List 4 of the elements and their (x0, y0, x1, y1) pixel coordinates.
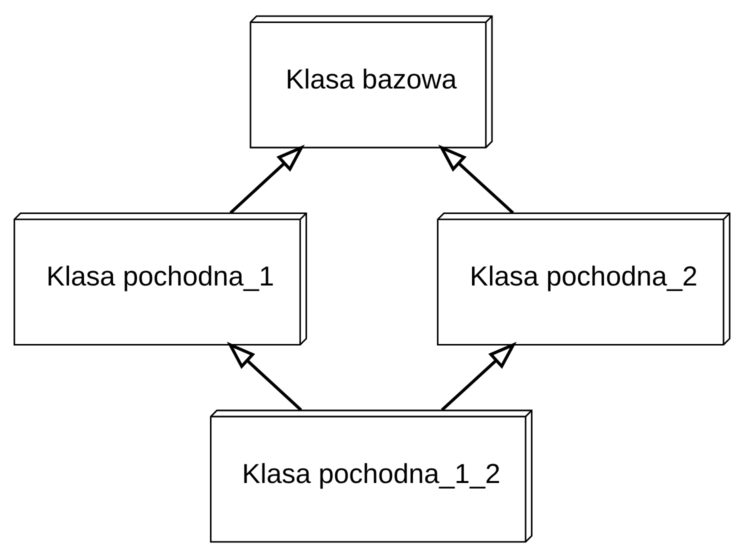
arrow (226, 341, 302, 411)
arrow (230, 144, 305, 214)
arrow (438, 144, 514, 214)
arrow (440, 341, 517, 411)
